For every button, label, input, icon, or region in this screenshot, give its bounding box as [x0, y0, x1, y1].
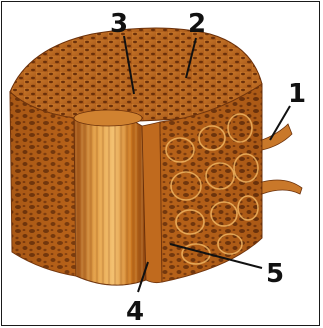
callout-4: 4 [126, 297, 144, 327]
callout-5: 5 [266, 259, 284, 289]
callout-1: 1 [288, 79, 306, 109]
callout-3: 3 [110, 9, 128, 39]
blood-vessel-lower [262, 180, 302, 194]
callout-2: 2 [188, 9, 206, 39]
